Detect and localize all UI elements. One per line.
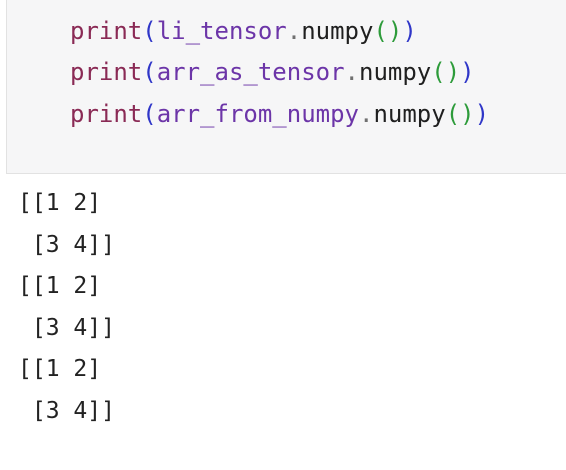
code-dot: .	[344, 58, 359, 86]
output-line: [[1 2]	[18, 356, 102, 382]
output-line: [[1 2]	[18, 273, 102, 299]
cell-output: [[1 2] [3 4]] [[1 2] [3 4]] [[1 2] [3 4]…	[18, 188, 115, 437]
output-line: [3 4]]	[18, 314, 115, 341]
code-call-parens: ()	[373, 17, 403, 45]
code-paren-open: (	[142, 58, 157, 86]
code-paren-close: )	[460, 58, 475, 86]
code-identifier: arr_from_numpy	[156, 100, 359, 128]
code-identifier: li_tensor	[156, 17, 287, 45]
code-method: numpy	[301, 17, 374, 45]
code-keyword: print	[70, 100, 143, 128]
code-line: print(arr_as_tensor.numpy())	[70, 57, 475, 87]
output-line: [[1 2]	[18, 190, 102, 216]
code-paren-close: )	[474, 100, 490, 128]
code-paren-close: )	[402, 17, 417, 45]
code-call-parens: ()	[445, 100, 475, 128]
code-method: numpy	[373, 100, 446, 128]
code-dot: .	[359, 100, 374, 128]
code-method: numpy	[359, 58, 432, 86]
code-line: print(li_tensor.numpy())	[70, 16, 417, 46]
output-line: [3 4]]	[18, 231, 115, 258]
output-line: [3 4]]	[18, 397, 115, 424]
code-keyword: print	[70, 58, 143, 86]
code-call-parens: ()	[431, 58, 461, 86]
code-paren-open: (	[142, 17, 157, 45]
code-line: print(arr_from_numpy.numpy())	[70, 99, 489, 129]
code-dot: .	[286, 17, 302, 45]
code-identifier: arr_as_tensor	[156, 58, 345, 86]
code-cell[interactable]: print(li_tensor.numpy()) print(arr_as_te…	[6, 0, 566, 174]
code-keyword: print	[70, 17, 143, 45]
code-paren-open: (	[142, 100, 157, 128]
